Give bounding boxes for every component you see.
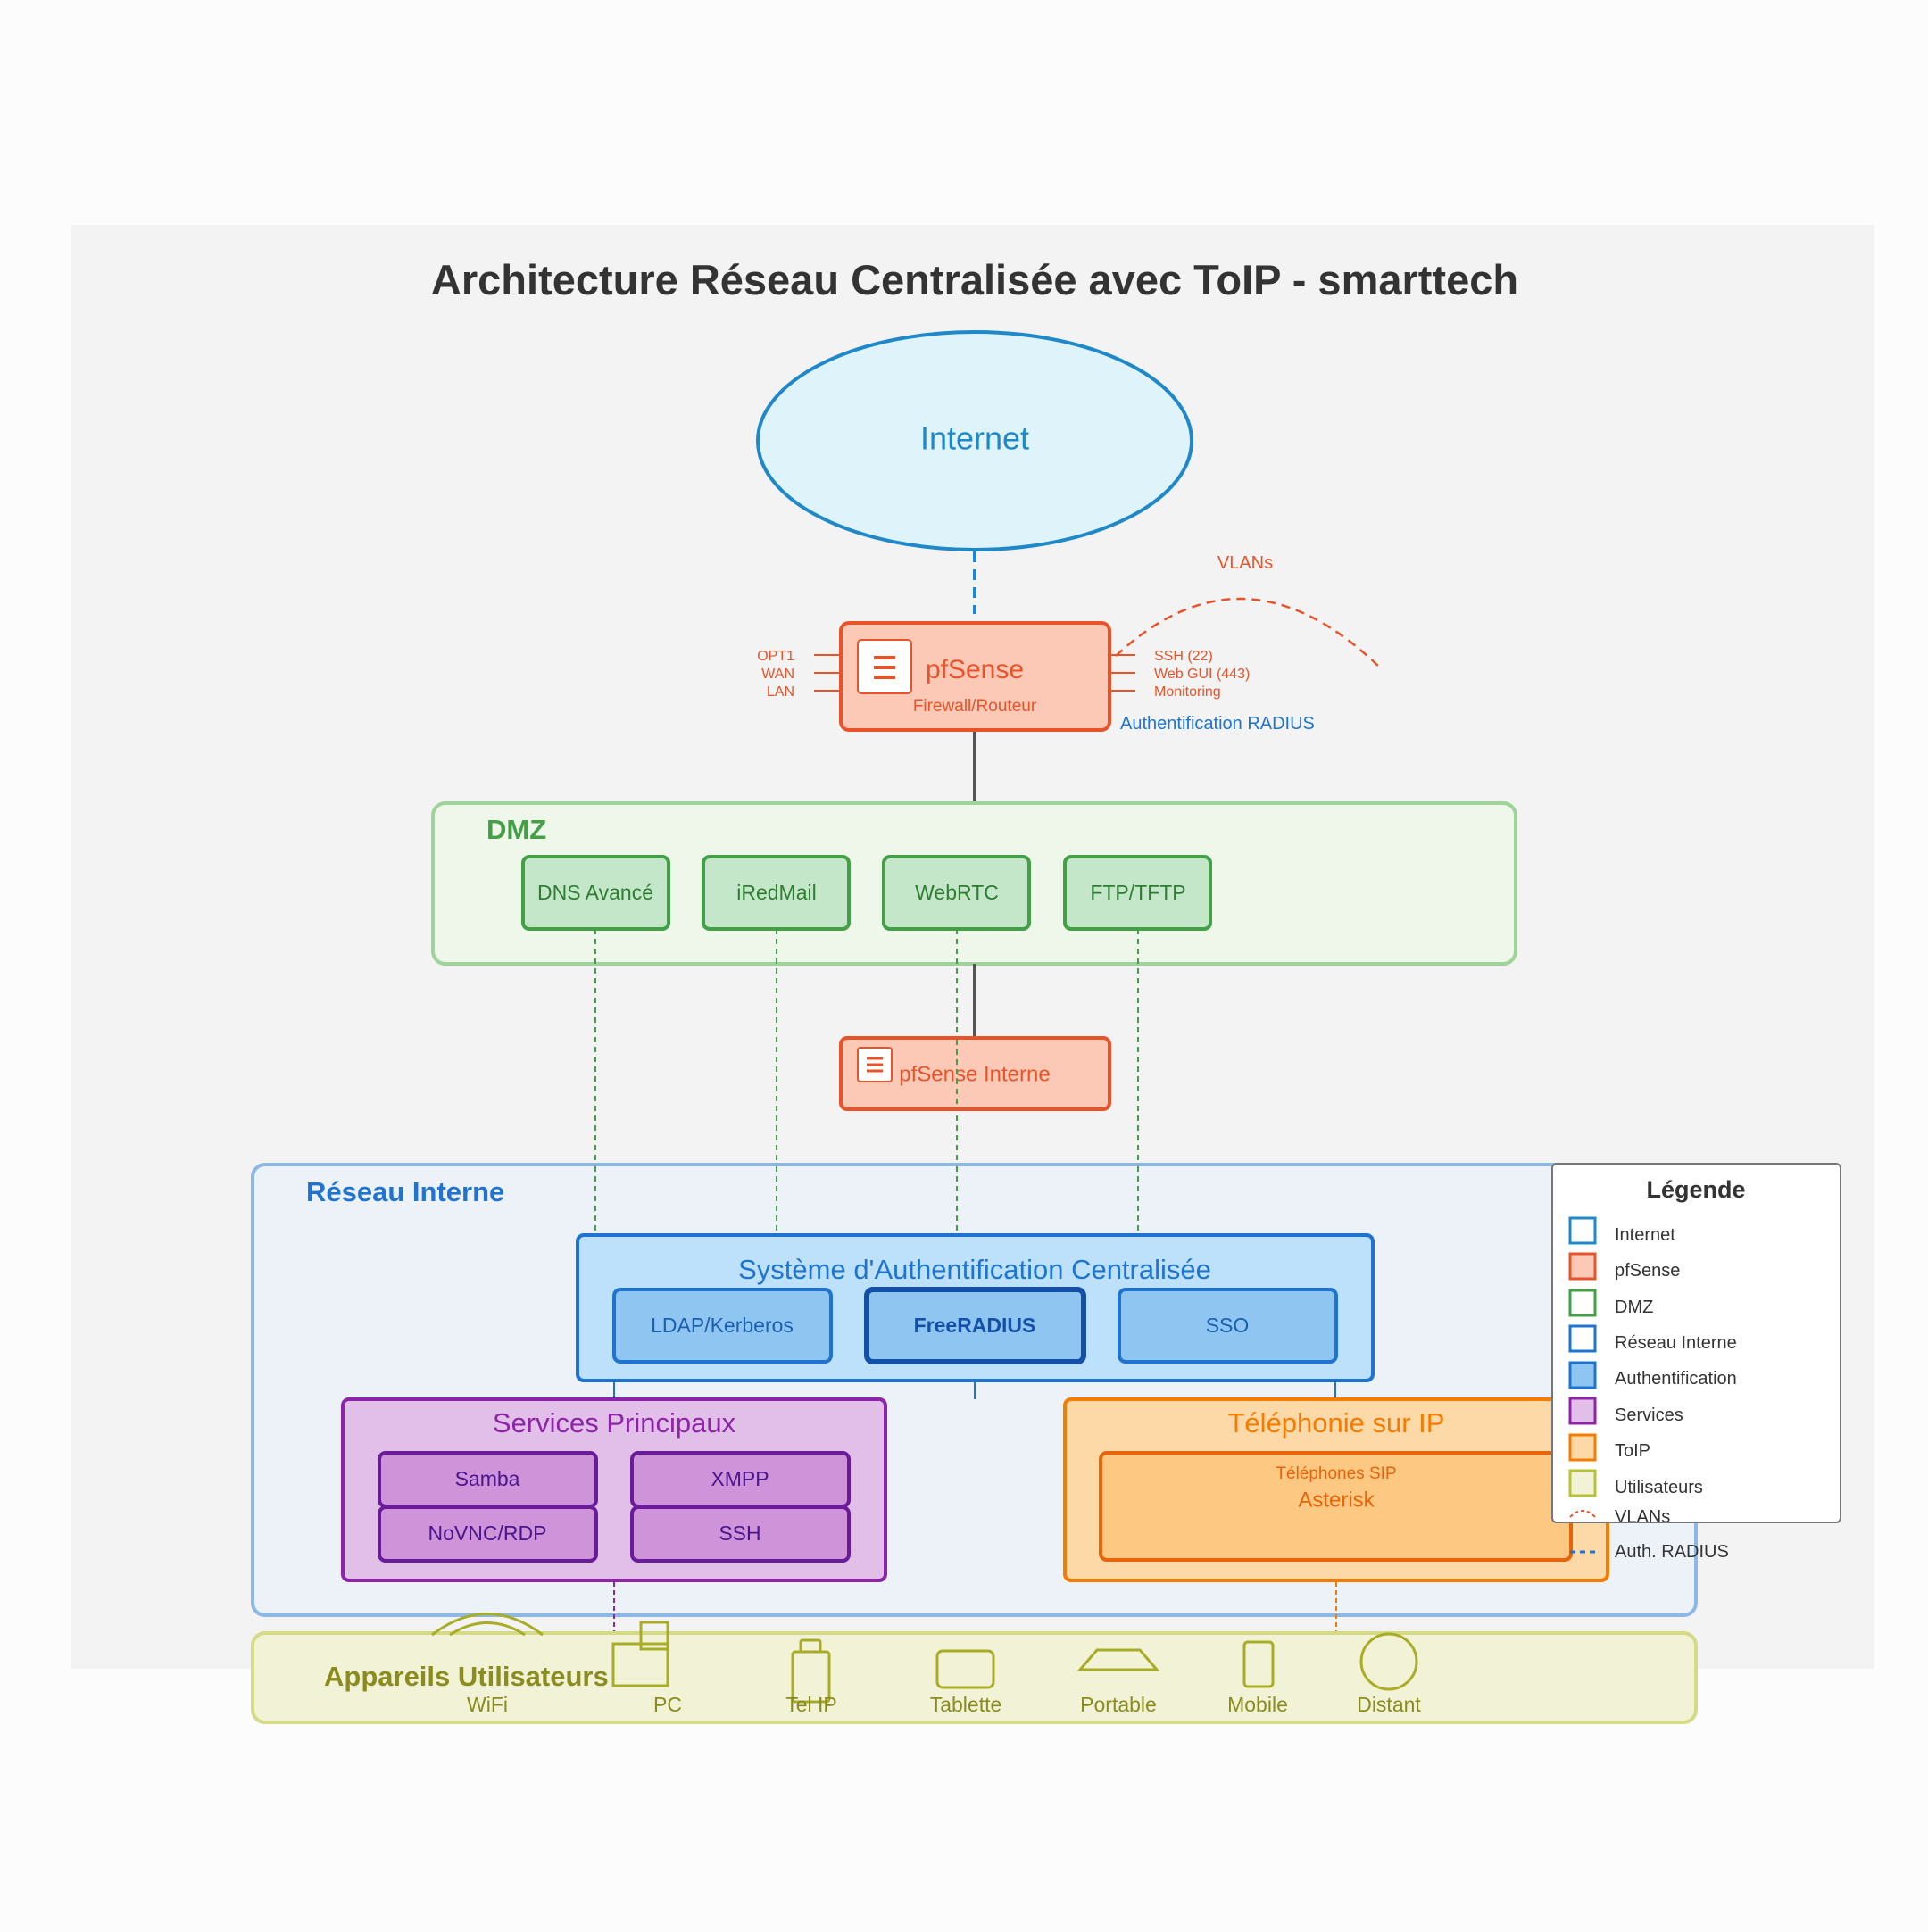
device-label-tel-ip: Tel IP (785, 1693, 837, 1716)
port-lan-label: LAN (767, 684, 794, 700)
device-label-distant: Distant (1357, 1693, 1421, 1716)
diagram-title: Architecture Réseau Centralisée avec ToI… (431, 256, 1518, 303)
toip-title: Téléphonie sur IP (1228, 1407, 1445, 1439)
laptop-icon (1076, 1648, 1160, 1671)
service-ssh: SSH (630, 1505, 851, 1563)
legend-label-services: Services (1615, 1405, 1683, 1425)
port-ssh-label: SSH (22) (1154, 649, 1213, 664)
legend-label-dmz: DMZ (1615, 1298, 1653, 1317)
service-samba: Samba (378, 1451, 598, 1508)
pfsense-label: pfSense (926, 655, 1024, 684)
legend-label-internal: Réseau Interne (1615, 1333, 1737, 1353)
service-samba-label: Samba (455, 1467, 520, 1490)
legend-label-pfsense: pfSense (1615, 1261, 1680, 1281)
service-novnc: NoVNC/RDP (378, 1505, 598, 1563)
service-xmpp: XMPP (630, 1451, 851, 1508)
legend-label-vlans: VLANs (1615, 1507, 1670, 1527)
dmz-service-iredmail: iRedMail (702, 855, 851, 931)
dmz-service-iredmail-label: iRedMail (736, 881, 816, 904)
auth-system-title: Système d'Authentification Centralisée (738, 1254, 1211, 1285)
port-opt1-label: OPT1 (757, 649, 794, 664)
device-label-wifi: WiFi (467, 1693, 508, 1716)
pfsense-sublabel: Firewall/Routeur (913, 697, 1037, 716)
wifi-icon (431, 1613, 544, 1637)
toip-phones-label: Téléphones SIP (1276, 1464, 1396, 1483)
port-wan-label: WAN (761, 667, 794, 682)
dmz-title: DMZ (486, 814, 546, 845)
legend-swatch-toip (1568, 1433, 1597, 1462)
pc-icon (611, 1621, 669, 1687)
port-webgui-label: Web GUI (443) (1154, 667, 1250, 682)
dmz-service-webrtc: WebRTC (882, 855, 1031, 931)
legend-swatch-auth (1568, 1361, 1597, 1389)
core-services-title: Services Principaux (493, 1407, 736, 1439)
dmz-service-dns-label: DNS Avancé (537, 881, 653, 904)
device-label-portable: Portable (1080, 1693, 1157, 1716)
user-devices-title: Appareils Utilisateurs (324, 1661, 609, 1692)
legend-swatch-users (1568, 1469, 1597, 1497)
dmz-service-webrtc-label: WebRTC (915, 881, 999, 904)
service-xmpp-label: XMPP (711, 1467, 769, 1490)
device-label-pc: PC (653, 1693, 682, 1716)
legend-label-radius: Auth. RADIUS (1615, 1542, 1729, 1562)
dmz-auth-links (594, 929, 1139, 1235)
auth-freeradius: FreeRADIUS (864, 1287, 1086, 1364)
legend-swatch-internal (1568, 1324, 1597, 1353)
legend-swatch-internet (1568, 1216, 1597, 1245)
pfsense-right-ports: SSH (22) Web GUI (443) Monitoring (1111, 649, 1250, 700)
legend-swatch-dmz (1568, 1289, 1597, 1317)
toip-asterisk: Téléphones SIP Asterisk (1099, 1451, 1573, 1562)
dmz-auth-links-overlay (594, 1166, 1139, 1235)
legend: Légende (1551, 1163, 1841, 1523)
tablet-icon (935, 1649, 995, 1689)
remote-icon (1359, 1632, 1418, 1691)
legend-label-users: Utilisateurs (1615, 1478, 1703, 1497)
ip-phone-icon (791, 1638, 831, 1704)
legend-label-toip: ToIP (1615, 1441, 1650, 1461)
auth-ldap: LDAP/Kerberos (612, 1288, 833, 1364)
internal-network-title: Réseau Interne (306, 1176, 504, 1207)
pfsense-node: pfSense Firewall/Routeur (839, 621, 1111, 732)
port-monitoring-label: Monitoring (1154, 684, 1221, 700)
dmz-service-ftp: FTP/TFTP (1063, 855, 1212, 931)
legend-items: Internet pfSense DMZ Réseau Interne Auth… (1568, 1216, 1737, 1562)
service-ssh-label: SSH (719, 1522, 760, 1545)
legend-swatch-pfsense (1568, 1252, 1597, 1281)
pfsense-left-ports: OPT1 WAN LAN (757, 649, 839, 700)
pfsense-internal-label: pfSense Interne (899, 1062, 1050, 1086)
legend-label-internet: Internet (1615, 1225, 1675, 1245)
legend-swatch-services (1568, 1397, 1597, 1425)
radius-auth-label: Authentification RADIUS (1120, 714, 1315, 734)
toip-server-label: Asterisk (1298, 1488, 1375, 1512)
dmz-service-dns: DNS Avancé (521, 855, 670, 931)
device-label-tablette: Tablette (930, 1693, 1002, 1716)
pfsense-internal-node: pfSense Interne (839, 1036, 1111, 1111)
firewall-icon (857, 639, 912, 694)
auth-sso: SSO (1118, 1288, 1338, 1364)
service-novnc-label: NoVNC/RDP (428, 1522, 547, 1545)
legend-label-auth: Authentification (1615, 1369, 1737, 1389)
legend-swatch-vlans (1569, 1510, 1596, 1518)
dmz-service-ftp-label: FTP/TFTP (1090, 881, 1185, 904)
auth-freeradius-label: FreeRADIUS (914, 1314, 1036, 1337)
firewall-icon (857, 1047, 893, 1082)
auth-sso-label: SSO (1206, 1314, 1250, 1337)
auth-connectors (613, 1382, 1336, 1399)
mobile-icon (1242, 1640, 1275, 1688)
vlans-label: VLANs (1217, 553, 1273, 573)
internet-node: Internet (756, 330, 1193, 551)
legend-title: Légende (1646, 1176, 1745, 1203)
internet-label: Internet (920, 420, 1029, 457)
auth-ldap-label: LDAP/Kerberos (651, 1314, 794, 1337)
device-label-mobile: Mobile (1227, 1693, 1288, 1716)
